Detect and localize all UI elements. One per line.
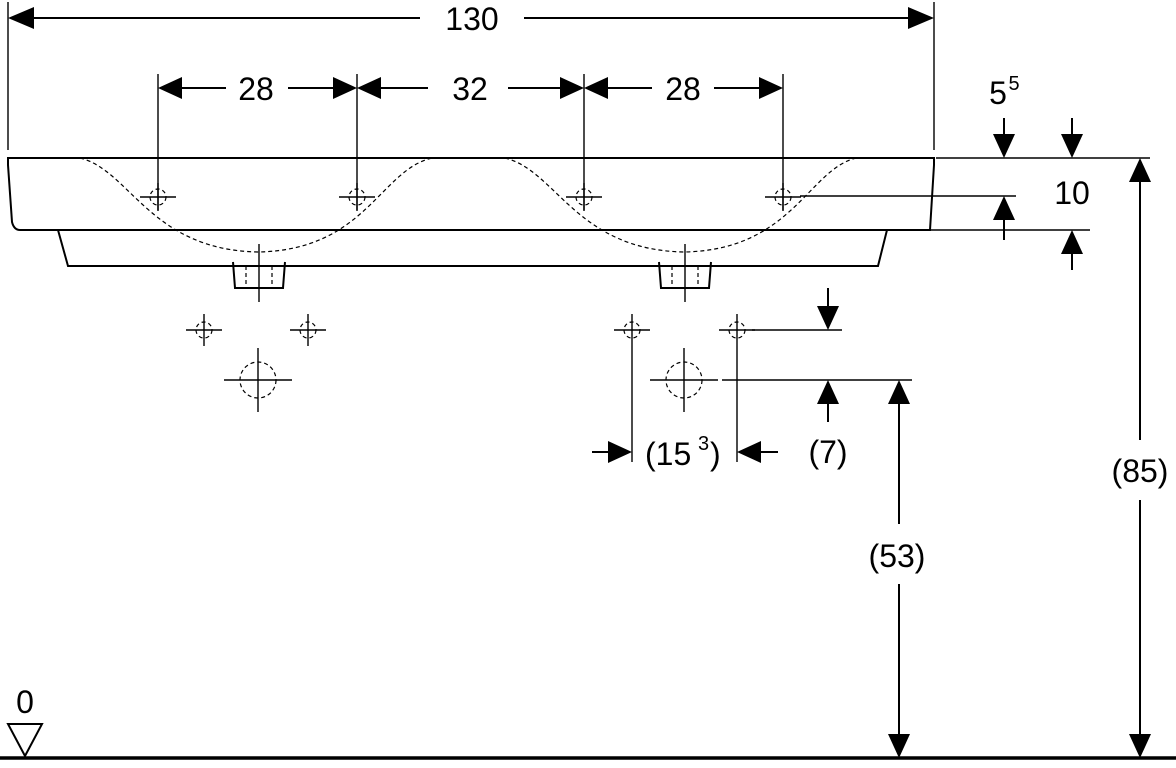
tap-hole-marker [140, 183, 176, 211]
tap-hole-markers [140, 183, 801, 211]
waste-spacing-label: (15 [645, 436, 691, 472]
tap-hole-marker [339, 183, 375, 211]
tap-hole-marker [566, 183, 602, 211]
supply-connection-marker [719, 314, 755, 346]
overall-width-label: 130 [445, 1, 498, 37]
waste-spacing-close-paren: ) [710, 436, 721, 472]
floor-level-triangle-icon [6, 723, 44, 759]
wall-connection-markers [186, 314, 755, 412]
waste-offset-label: (7) [808, 434, 847, 470]
right-bowl-contour [504, 157, 857, 253]
rim-height-label: (85) [1112, 453, 1169, 489]
connection-offset-dimensions: (7) (15 3 ) [592, 288, 912, 472]
supply-connection-marker [186, 314, 222, 346]
supply-connection-marker [614, 314, 650, 346]
tap-hole-marker [765, 183, 801, 211]
supply-connection-marker [290, 314, 326, 346]
height-dimensions: (53) (85) [869, 158, 1169, 758]
tap-spacing-left-label: 28 [238, 71, 274, 107]
overall-width-dimension: 130 [7, 1, 935, 150]
left-bowl-contour [79, 157, 433, 253]
tap-spacing-right-label: 28 [665, 71, 701, 107]
waste-height-label: (53) [869, 538, 926, 574]
rim-thickness-label: 10 [1054, 175, 1090, 211]
floor-reference: 0 [0, 684, 1176, 760]
rim-dimensions: 5 5 10 [800, 73, 1150, 270]
rim-offset-superscript: 5 [1008, 73, 1019, 95]
washbasin-outline [7, 157, 936, 302]
tap-spacing-dimensions: 28 32 28 [157, 71, 784, 210]
waste-connection-marker [650, 348, 718, 412]
tap-spacing-middle-label: 32 [452, 71, 488, 107]
waste-spacing-superscript: 3 [698, 433, 709, 455]
waste-connection-marker [224, 348, 292, 412]
floor-level-label: 0 [16, 684, 34, 720]
rim-offset-label: 5 [989, 75, 1007, 111]
